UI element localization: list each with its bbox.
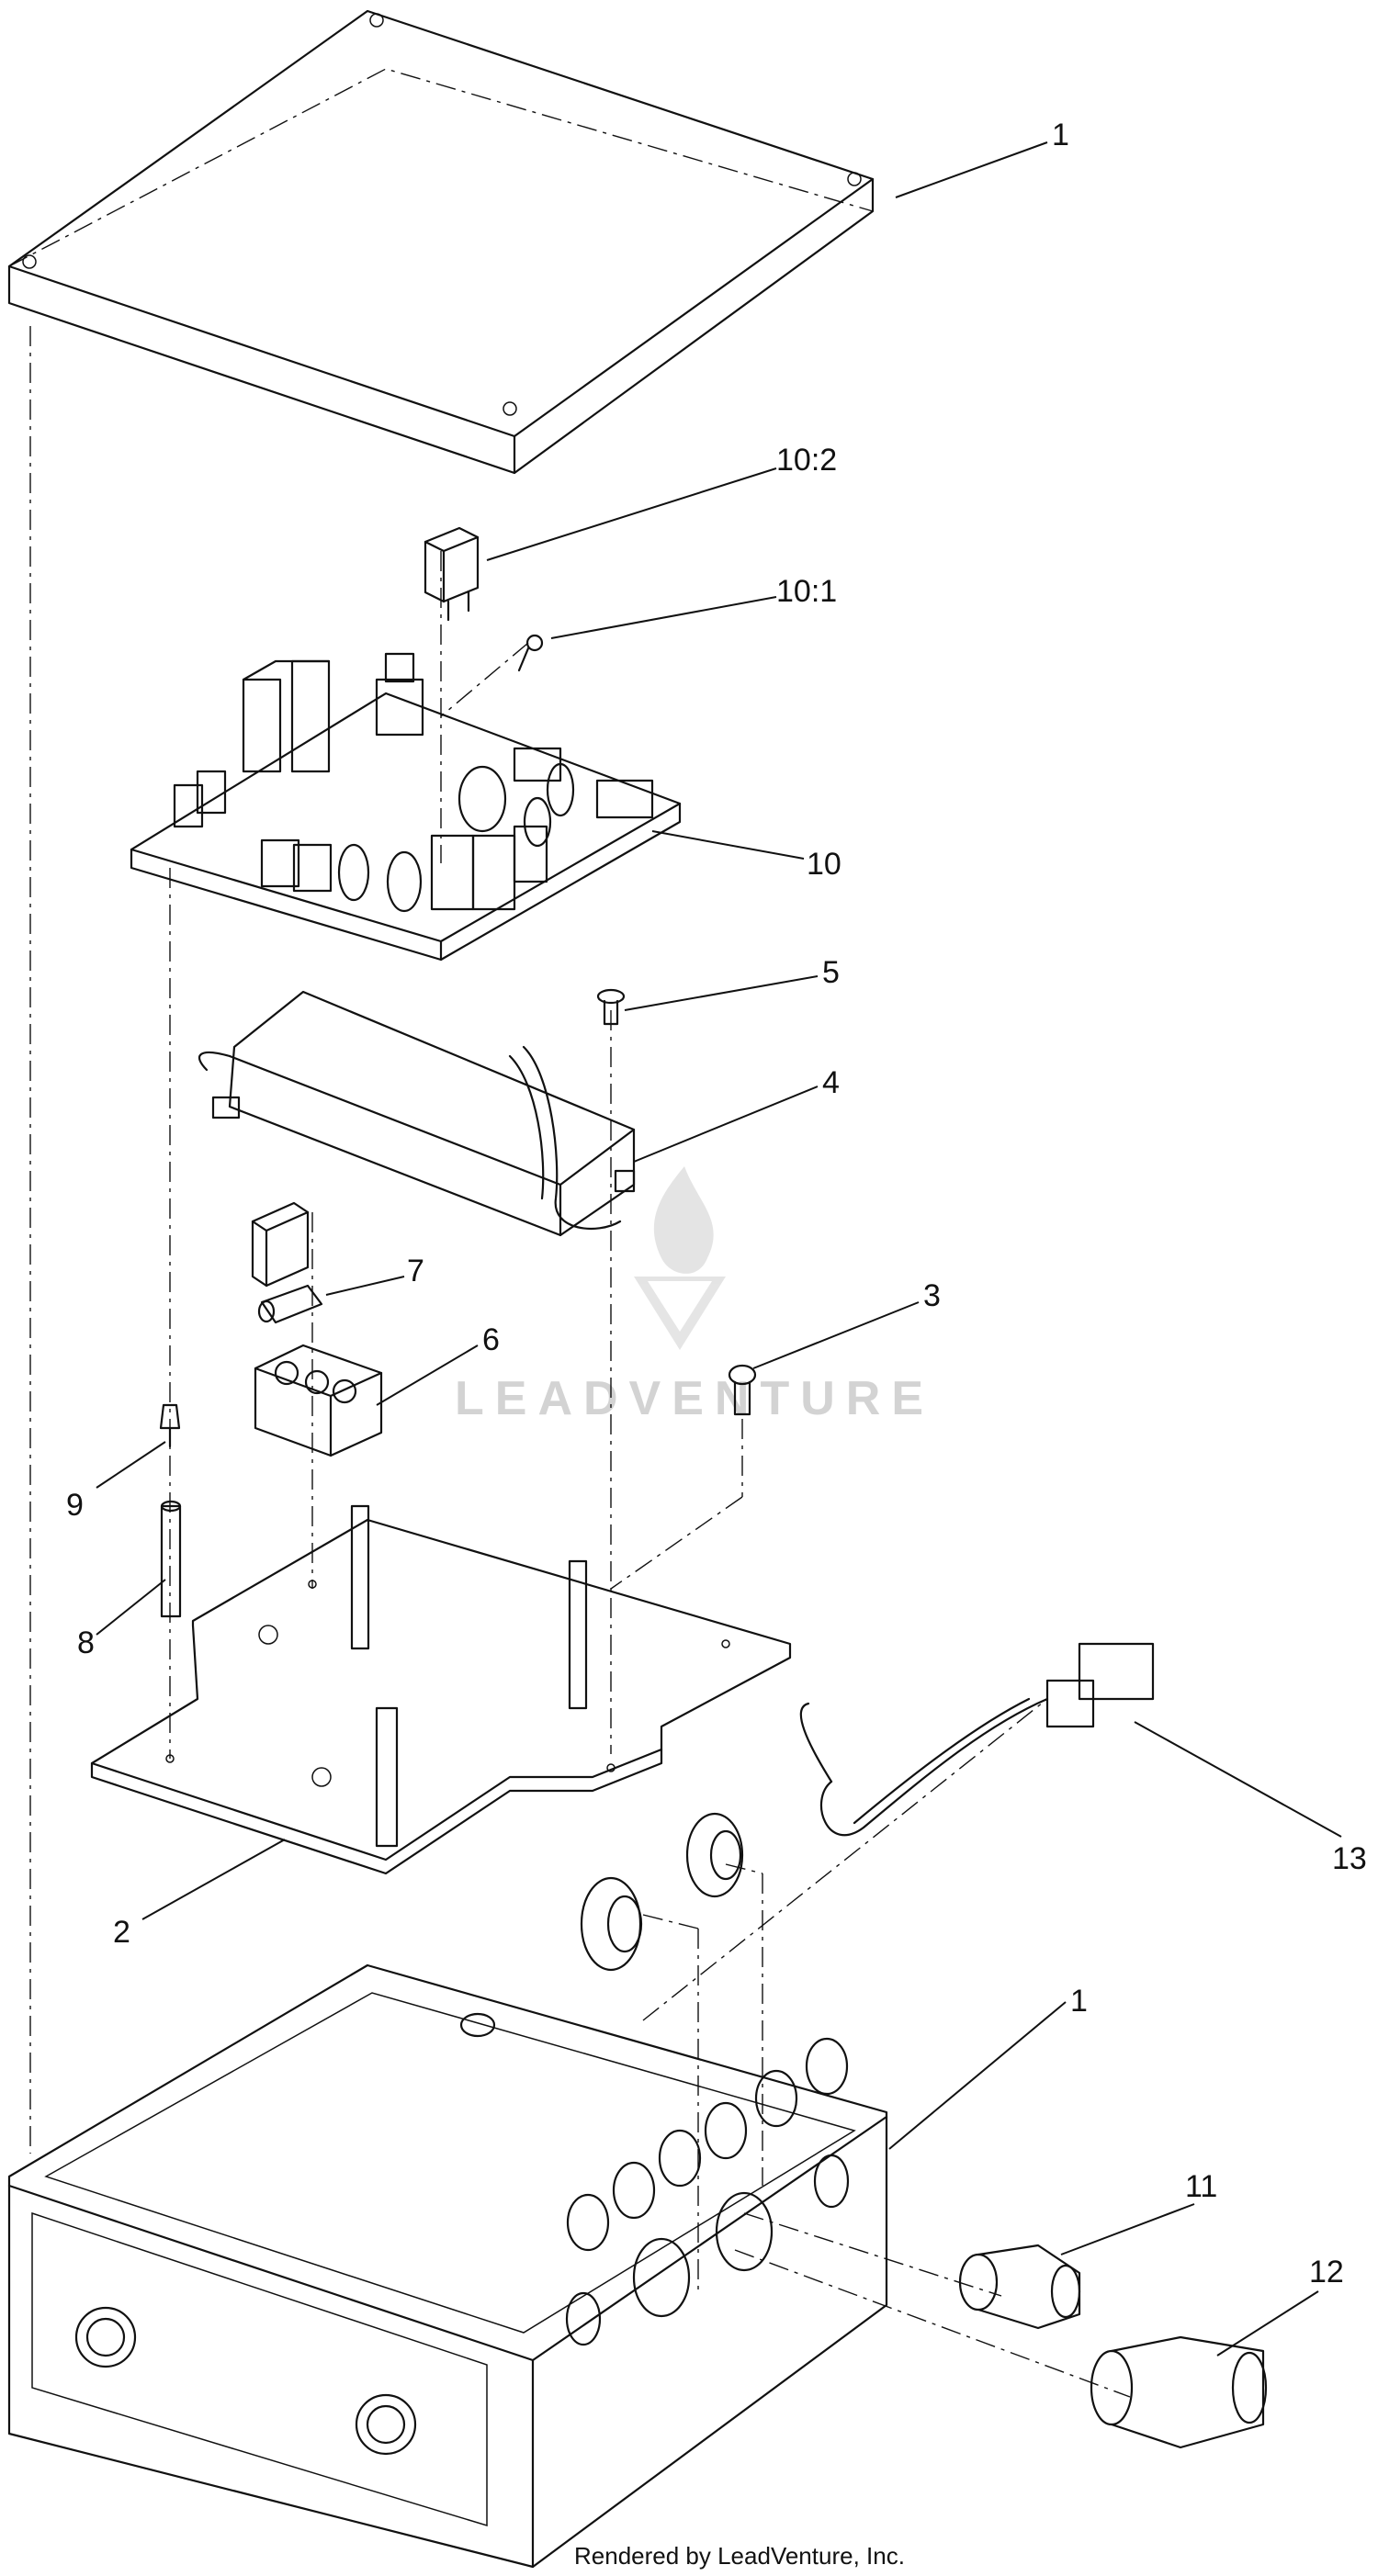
callout-label: 1: [1070, 1984, 1088, 2019]
part-transformer: [198, 990, 636, 1237]
part-circuit-board: [130, 652, 682, 962]
callout-label: 12: [1309, 2255, 1344, 2289]
callout-label: 4: [822, 1065, 840, 1100]
callout-label: 10:2: [776, 443, 837, 478]
callout-label: 9: [66, 1488, 84, 1523]
callout-labels: 1 10:2 10:1 10 5 4 7 3 6 9 8 13 2 1 11 1…: [66, 118, 1367, 2289]
part-standoff-8: [160, 1500, 182, 1618]
callout-label: 5: [822, 955, 840, 990]
part-enclosure-box: [7, 1963, 888, 2569]
part-screw-9: [159, 1403, 181, 1448]
part-screw-5: [596, 988, 626, 1026]
callout-label: 10: [807, 847, 841, 882]
alignment-lines: [29, 326, 1131, 2398]
part-lock-nuts: [580, 1812, 744, 1972]
part-screw-3: [728, 1364, 757, 1416]
part-cartridge-fuse: [257, 1284, 323, 1324]
part-lid: [7, 9, 875, 475]
part-led: [517, 634, 544, 672]
callout-label: 2: [113, 1915, 130, 1950]
part-cable-assembly: [799, 1642, 1155, 1837]
part-fuse-holder: [251, 1201, 310, 1288]
leadventure-watermark-logo: [634, 1166, 726, 1350]
callout-label: 8: [77, 1625, 95, 1660]
part-blade-fuse: [424, 526, 480, 622]
callout-label: 6: [482, 1322, 500, 1357]
footer-credit: Rendered by LeadVenture, Inc.: [574, 2542, 905, 2570]
callout-label: 13: [1332, 1841, 1367, 1876]
watermark-text: LEADVENTURE: [455, 1372, 934, 1425]
part-cable-gland-small: [958, 2244, 1081, 2330]
callout-label: 7: [407, 1254, 424, 1288]
callout-label: 11: [1185, 2169, 1217, 2204]
part-cable-gland-large: [1090, 2335, 1268, 2449]
callout-label: 10:1: [776, 574, 837, 609]
part-terminal-block: [254, 1344, 383, 1457]
leader-lines: [96, 141, 1342, 2357]
callout-label: 3: [923, 1278, 941, 1313]
callout-label: 1: [1052, 118, 1069, 152]
part-mounting-plate: [90, 1504, 792, 1875]
